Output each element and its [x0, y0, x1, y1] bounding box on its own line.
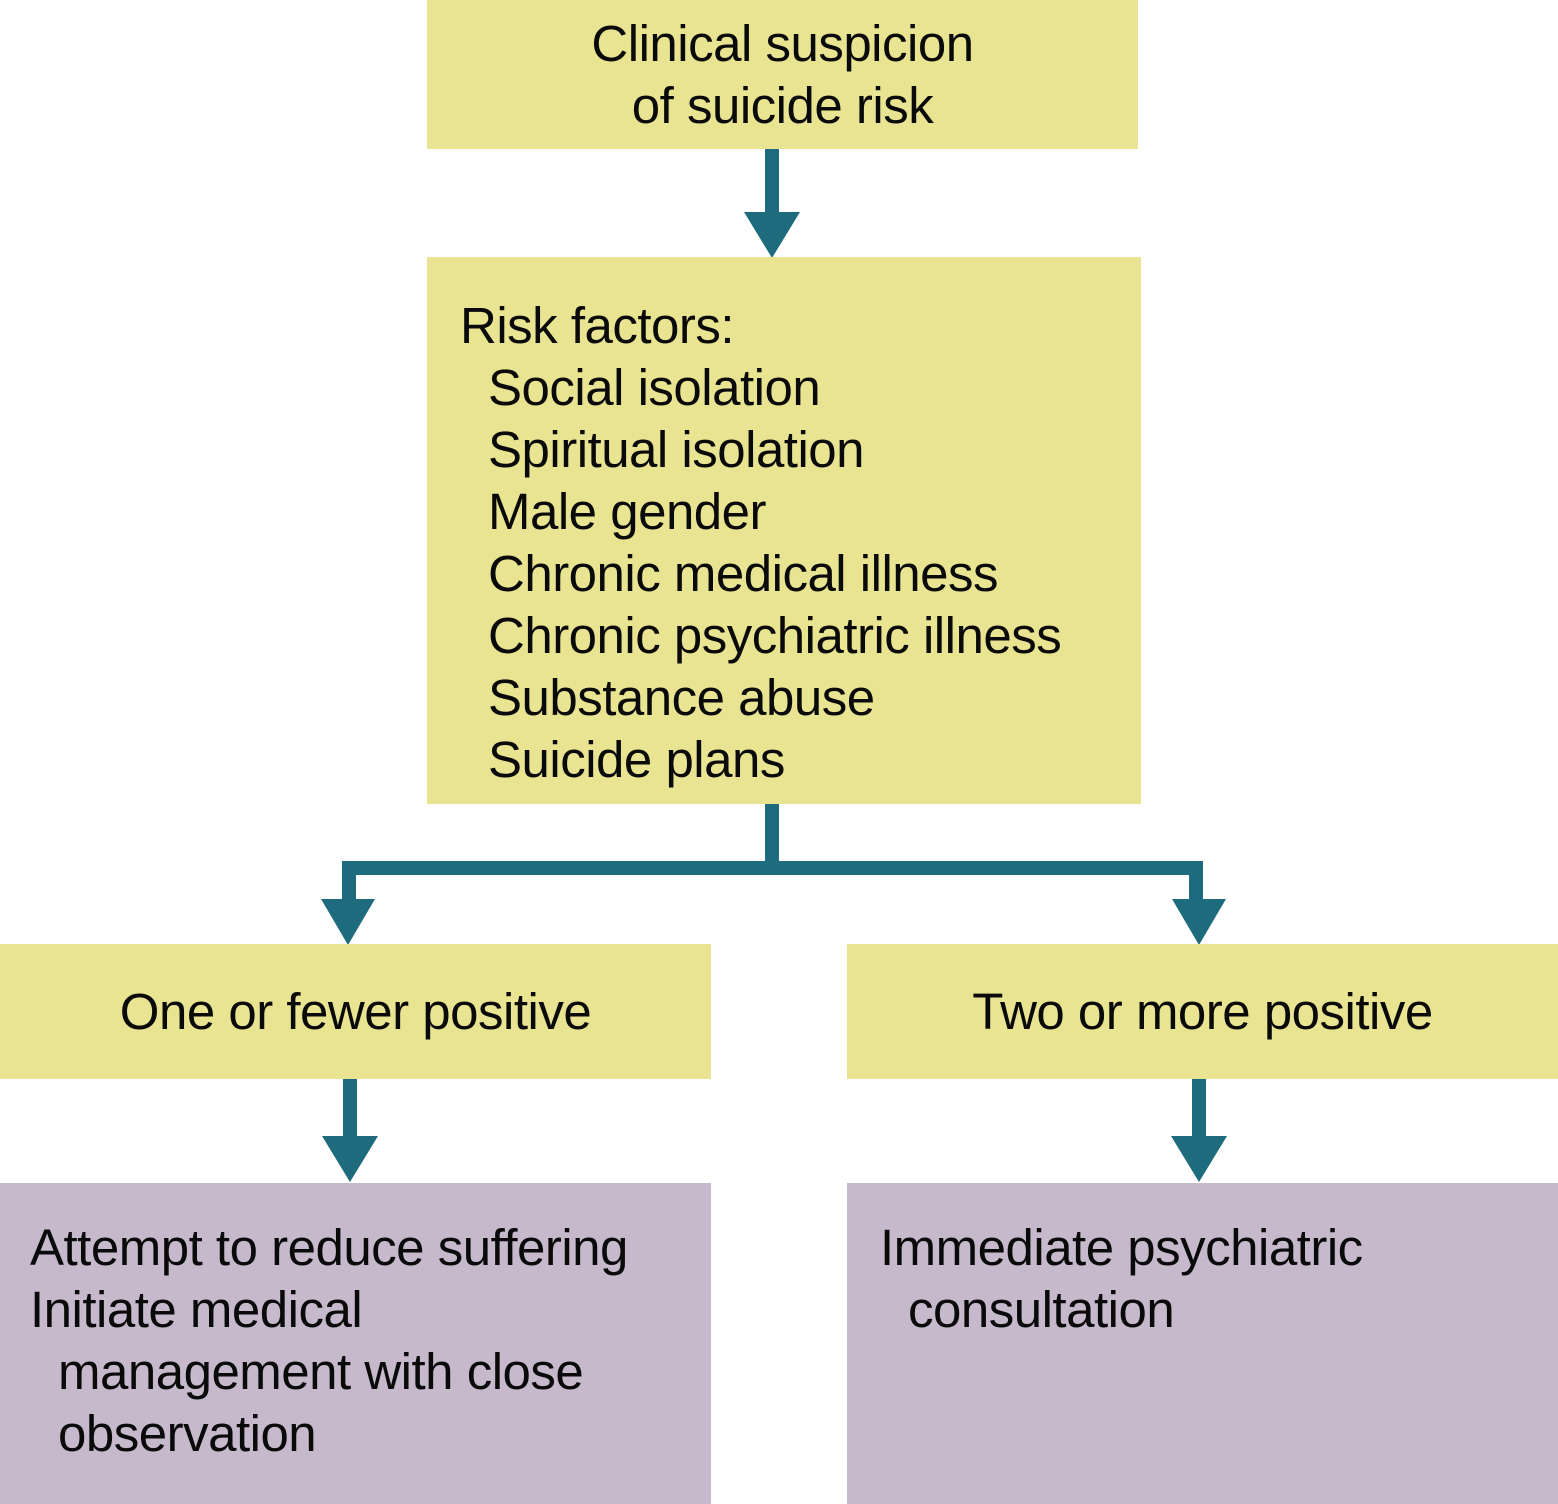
branch-stem — [765, 803, 779, 862]
risk-factor-item: Social isolation — [488, 359, 821, 416]
arrow-stem — [343, 1078, 357, 1136]
outcome-line: Immediate psychiatric — [880, 1219, 1363, 1276]
node-text-line: Clinical suspicion — [591, 14, 974, 72]
branch-right-drop — [1189, 874, 1203, 900]
arrowhead-to-two-or-more-icon — [1172, 899, 1226, 945]
outcome-line: Initiate medical — [30, 1281, 363, 1338]
arrowhead-to-one-or-fewer-icon — [321, 899, 375, 945]
arrow-two-or-more-to-outcome — [1171, 1078, 1227, 1182]
branch-label: Two or more positive — [972, 982, 1433, 1040]
arrow-stem — [1192, 1078, 1206, 1136]
branch-bar — [342, 861, 1203, 875]
risk-factor-item: Spiritual isolation — [488, 421, 865, 478]
risk-factor-item: Chronic medical illness — [488, 545, 999, 602]
node-psychiatric-consultation-outcome: Immediate psychiatric consultation — [847, 1183, 1558, 1504]
risk-factor-item: Chronic psychiatric illness — [488, 607, 1062, 664]
node-text-line: of suicide risk — [631, 76, 934, 134]
arrow-start-to-risk-factors — [744, 148, 800, 258]
node-clinical-suspicion: Clinical suspicion of suicide risk — [427, 0, 1138, 149]
outcome-line: Attempt to reduce suffering — [30, 1219, 628, 1276]
risk-factor-item: Suicide plans — [488, 731, 785, 788]
outcome-line: management with close — [58, 1343, 584, 1400]
branch-left-drop — [342, 874, 356, 900]
node-medical-management-outcome: Attempt to reduce suffering Initiate med… — [0, 1183, 711, 1504]
arrowhead-down-icon — [1171, 1136, 1227, 1182]
risk-factors-heading: Risk factors: — [460, 297, 735, 354]
arrowhead-down-icon — [744, 212, 800, 258]
outcome-line: observation — [58, 1405, 317, 1462]
node-one-or-fewer-positive: One or fewer positive — [0, 944, 711, 1079]
arrowhead-down-icon — [322, 1136, 378, 1182]
arrow-one-or-fewer-to-outcome — [322, 1078, 378, 1182]
node-two-or-more-positive: Two or more positive — [847, 944, 1558, 1079]
risk-factor-item: Male gender — [488, 483, 767, 540]
node-risk-factors: Risk factors: Social isolation Spiritual… — [427, 257, 1141, 804]
outcome-line: consultation — [908, 1281, 1175, 1338]
risk-factor-item: Substance abuse — [488, 669, 875, 726]
branch-connector — [321, 803, 1226, 945]
arrow-stem — [765, 148, 779, 212]
branch-label: One or fewer positive — [119, 982, 592, 1040]
